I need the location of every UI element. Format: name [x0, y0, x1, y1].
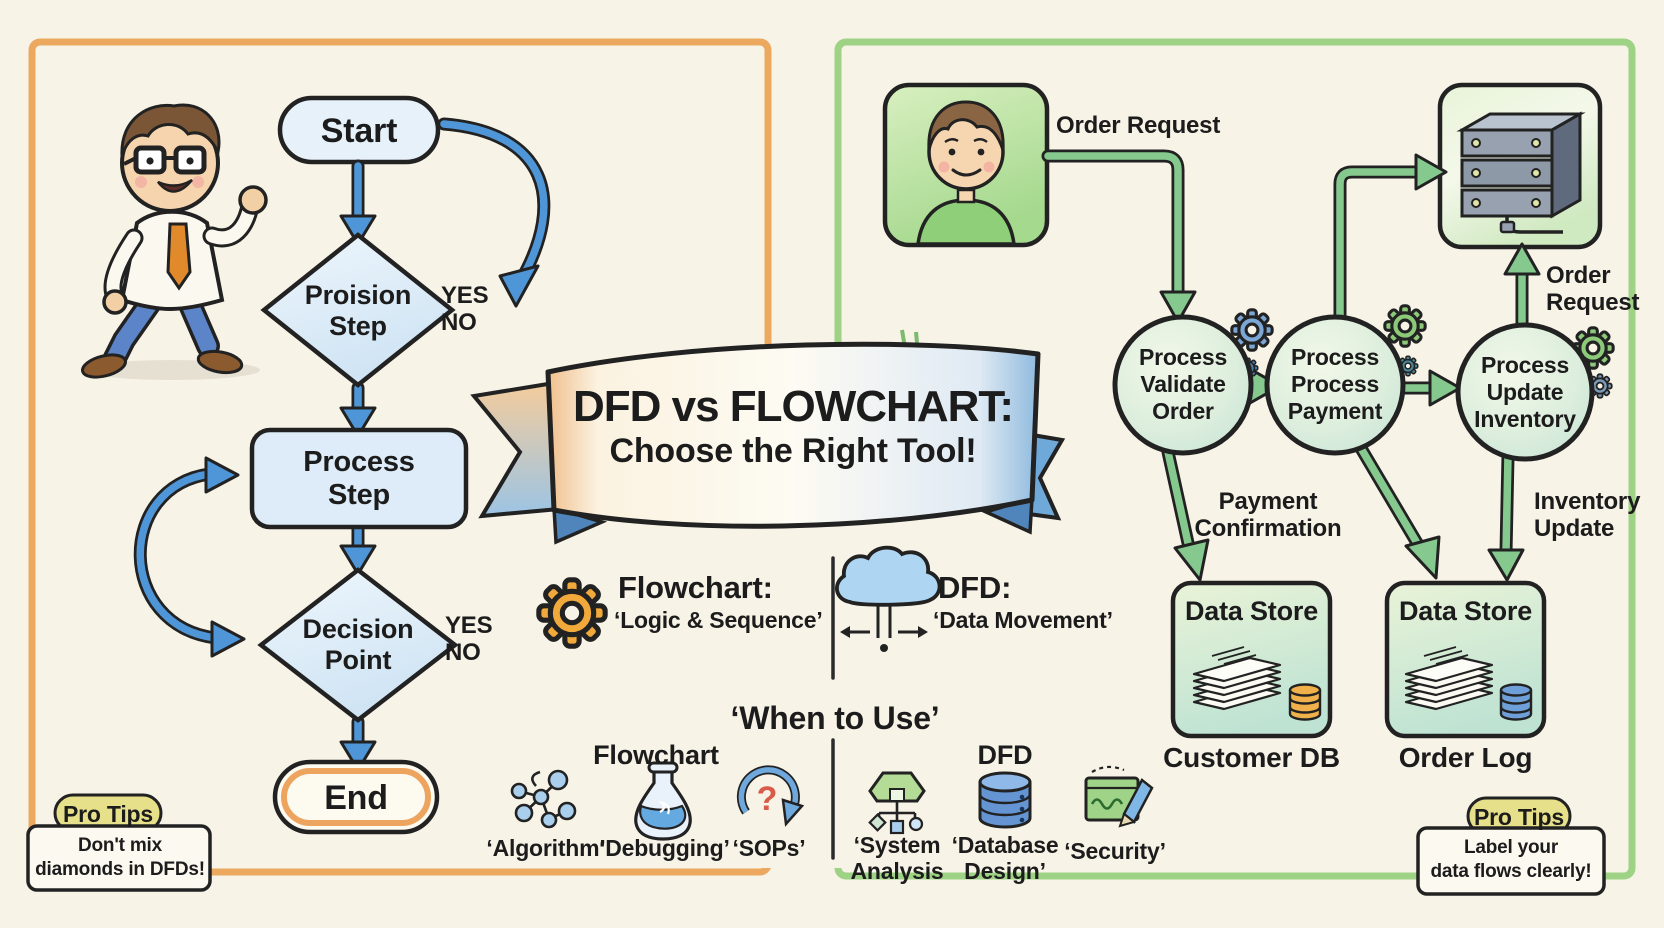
- loop-arrow: [133, 456, 246, 658]
- flow-label-order-request: Order Request: [1056, 112, 1221, 139]
- decision2-label: Decision Point: [302, 614, 414, 675]
- decision1-label: Proision Step: [304, 280, 412, 341]
- decision-diamond-2: [257, 567, 459, 723]
- database-icon: [978, 771, 1032, 829]
- flowchart-arrows: [133, 117, 551, 772]
- dfd-arrows: [1041, 149, 1541, 582]
- decision1-branch-labels: YES NO: [441, 282, 489, 337]
- legend-flowchart-title: Flowchart:: [618, 570, 773, 605]
- banner-subtitle: Choose the Right Tool!: [609, 432, 977, 470]
- process-step-label: Process Step: [303, 446, 415, 511]
- process-inventory-label: Process Update Inventory: [1474, 352, 1576, 433]
- when-item-sops: ‘SOPs’: [732, 835, 806, 861]
- when-to-use-heading: ‘When to Use’: [730, 700, 940, 736]
- pro-tips-box-left: [26, 824, 212, 892]
- process-circle-update-inventory: [1455, 322, 1595, 462]
- db-cylinder-icon: [1499, 683, 1533, 721]
- security-icon: [1084, 765, 1154, 828]
- sops-cycle-icon: ?: [736, 765, 805, 827]
- process-circle-validate-order: [1112, 314, 1254, 456]
- arrow-payment-to-order-log: [1355, 443, 1441, 580]
- legend-dfd-title: DFD:: [938, 570, 1012, 605]
- pro-tips-left-text: Don't mix diamonds in DFDs!: [35, 835, 205, 880]
- arrow-payment-to-server: [1333, 153, 1448, 323]
- flow-label-order-request-server: Order Request: [1546, 262, 1640, 317]
- cloud-data-flow-icon: [835, 545, 942, 652]
- when-item-algorithm: ‘Algorithm’: [486, 835, 606, 861]
- flow-label-inventory-update: Inventory Update: [1534, 488, 1641, 543]
- system-analysis-icon: [868, 771, 926, 835]
- arrow-validate-to-customer-db: [1161, 445, 1210, 582]
- pro-tips-badge-right-label: Pro Tips: [1474, 804, 1564, 830]
- legend-dfd-tagline: ‘Data Movement’: [933, 607, 1113, 633]
- start-label: Start: [320, 112, 398, 150]
- process-payment-label: Process Process Payment: [1287, 344, 1383, 425]
- walking-man-illustration: [81, 103, 268, 380]
- end-node: [272, 759, 440, 835]
- flow-label-payment-confirmation: Payment Confirmation: [1194, 488, 1342, 543]
- arrow-payment-to-inventory: [1397, 369, 1462, 407]
- arrow-decision1-to-process: [339, 381, 377, 438]
- data-store-title-2: Data Store: [1398, 596, 1533, 626]
- when-dfd-title: DFD: [977, 740, 1033, 770]
- banner-title: DFD vs FLOWCHART:: [572, 382, 1014, 431]
- arrow-inventory-to-server: [1503, 242, 1541, 335]
- debugging-flask-icon: [634, 761, 692, 841]
- decision2-branch-labels: YES NO: [445, 612, 493, 667]
- data-store-order-log: [1384, 580, 1547, 739]
- db-cylinder-icon: [1288, 683, 1322, 721]
- customer-db-label: Customer DB: [1163, 742, 1340, 773]
- arrow-decision2-to-end: [339, 715, 377, 772]
- arrow-start-yes-no-curve: [437, 117, 551, 308]
- arrow-customer-to-validate: [1041, 149, 1197, 324]
- pro-tips-badge-left-label: Pro Tips: [63, 801, 153, 827]
- when-flowchart-title: Flowchart: [593, 740, 719, 770]
- legend-flowchart-tagline: ‘Logic & Sequence’: [614, 607, 823, 633]
- arrow-process-to-decision2: [339, 522, 377, 576]
- order-log-label: Order Log: [1398, 742, 1533, 773]
- process-circle-process-payment: [1264, 314, 1406, 456]
- process-step-node: [249, 427, 469, 530]
- when-item-system-analysis: ‘System Analysis: [850, 832, 944, 884]
- when-item-database-design: ‘Database Design’: [951, 832, 1059, 884]
- data-store-customer-db: [1170, 580, 1333, 739]
- arrow-inventory-to-order-log: [1487, 449, 1525, 582]
- process-validate-label: Process Validate Order: [1138, 344, 1228, 425]
- pro-tips-right-text: Label your data flows clearly!: [1430, 837, 1592, 882]
- gear-decor-icon: [1383, 304, 1427, 348]
- pro-tips-box-right: [1416, 826, 1606, 896]
- gear-icon: [539, 580, 605, 646]
- arrow-start-to-decision1: [339, 159, 377, 246]
- when-item-debugging: ‘Debugging’: [599, 835, 730, 861]
- title-ribbon: [470, 329, 1066, 545]
- end-label: End: [324, 779, 388, 817]
- server-icon: [1437, 82, 1603, 250]
- customer-avatar: [882, 82, 1050, 248]
- when-item-security: ‘Security’: [1064, 838, 1166, 864]
- decision-diamond-1: [260, 232, 456, 388]
- svg-text:?: ?: [757, 780, 778, 818]
- algorithm-icon: [510, 769, 577, 829]
- data-store-title-1: Data Store: [1184, 596, 1319, 626]
